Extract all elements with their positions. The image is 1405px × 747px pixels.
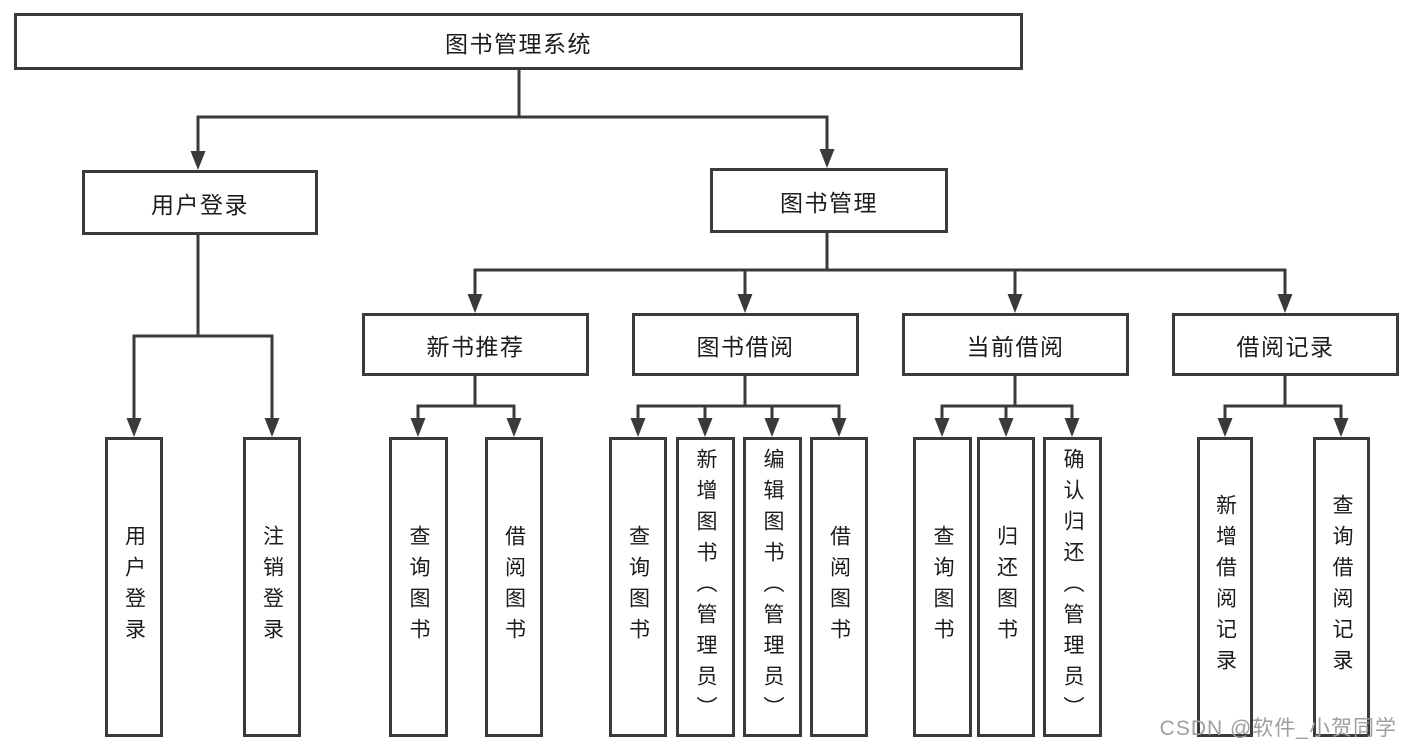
leaf-recommend-query-books: 查询图书: [389, 437, 448, 737]
node-label: 编辑图书（管理员）: [761, 447, 784, 727]
node-borrowing-records: 借阅记录: [1172, 313, 1399, 376]
leaf-user-login: 用户登录: [105, 437, 163, 737]
leaf-records-add-record: 新增借阅记录: [1197, 437, 1253, 737]
leaf-current-return-books: 归还图书: [977, 437, 1035, 737]
leaf-borrow-edit-books-admin: 编辑图书（管理员）: [743, 437, 802, 737]
node-label: 图书借阅: [696, 333, 795, 360]
node-label: 归还图书: [994, 525, 1018, 649]
node-label: 新书推荐: [426, 333, 525, 360]
node-new-book-recommendation: 新书推荐: [362, 313, 589, 376]
csdn-watermark: CSDN @软件_小贺同学: [1159, 717, 1397, 740]
node-label: 当前借阅: [966, 333, 1065, 360]
leaf-logout: 注销登录: [243, 437, 301, 737]
node-label: 用户登录: [122, 525, 146, 649]
node-label: 新增图书（管理员）: [694, 447, 717, 727]
node-label: 查询图书: [626, 525, 650, 649]
node-label: 图书管理: [780, 189, 878, 216]
node-current-borrowing: 当前借阅: [902, 313, 1129, 376]
connector-lines: [132, 70, 1343, 419]
node-label: 图书管理系统: [445, 30, 592, 57]
node-book-management: 图书管理: [710, 168, 948, 233]
node-label: 注销登录: [260, 525, 284, 649]
connector-arrowheads: [126, 149, 1349, 437]
leaf-current-confirm-return-admin: 确认归还（管理员）: [1043, 437, 1102, 737]
node-library-management-system: 图书管理系统: [14, 13, 1023, 70]
leaf-borrow-add-books-admin: 新增图书（管理员）: [676, 437, 735, 737]
node-label: 确认归还（管理员）: [1061, 447, 1084, 727]
leaf-records-query-record: 查询借阅记录: [1313, 437, 1370, 737]
node-user-login: 用户登录: [82, 170, 318, 235]
node-book-borrowing: 图书借阅: [632, 313, 859, 376]
leaf-recommend-borrow-books: 借阅图书: [485, 437, 543, 737]
node-label: 用户登录: [151, 191, 249, 218]
node-label: 查询图书: [931, 525, 954, 649]
node-label: 借阅记录: [1236, 333, 1335, 360]
node-label: 查询图书: [407, 525, 430, 649]
node-label: 借阅图书: [502, 525, 526, 649]
node-label: 新增借阅记录: [1213, 494, 1237, 680]
leaf-borrow-borrow-books: 借阅图书: [810, 437, 868, 737]
leaf-current-query-books: 查询图书: [913, 437, 972, 737]
node-label: 查询借阅记录: [1330, 494, 1353, 680]
leaf-borrow-query-books: 查询图书: [609, 437, 667, 737]
node-label: 借阅图书: [827, 525, 851, 649]
